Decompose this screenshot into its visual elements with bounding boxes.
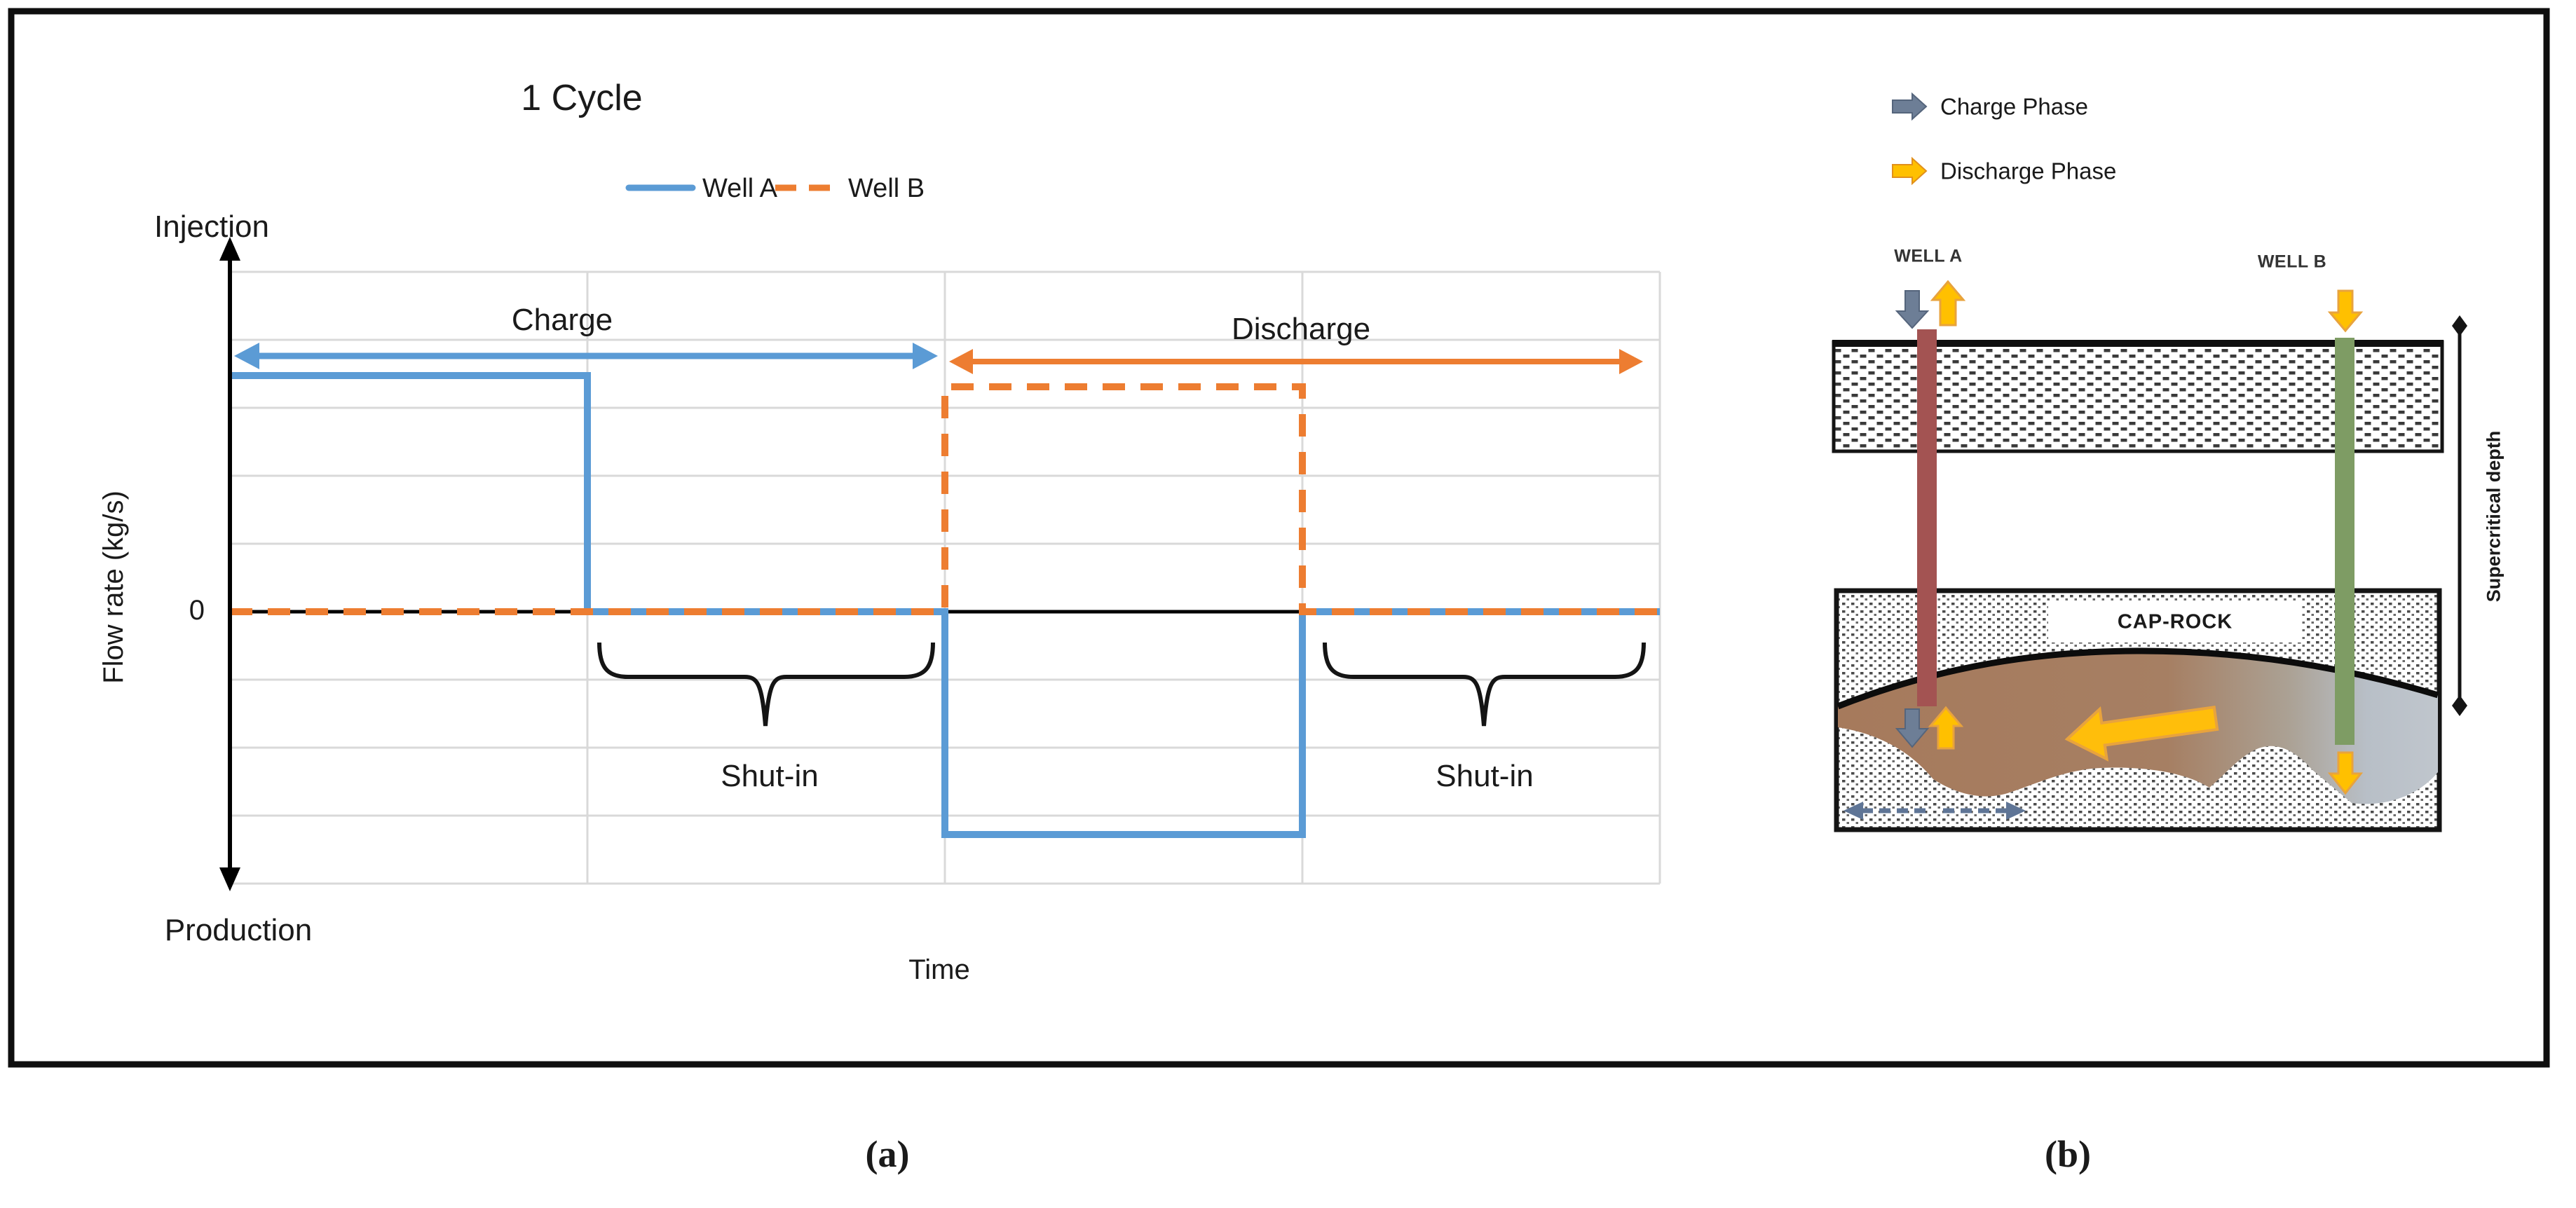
shut-in-annotation-second: Shut-in xyxy=(1436,759,1534,793)
plume-spread-left-arrow-icon xyxy=(1844,802,1926,820)
well-a-series-line xyxy=(230,372,1660,838)
charge-annotation: Charge xyxy=(511,303,613,337)
y-axis-title: Flow rate (kg/s) xyxy=(98,490,129,684)
legend-discharge-arrow-icon xyxy=(1892,156,1928,186)
well-a-bottom-charge-down-arrow-icon xyxy=(1895,708,1930,748)
plume-spread-right-arrow-icon xyxy=(1943,802,2026,820)
y-axis-injection-label: Injection xyxy=(154,210,269,244)
supercritical-depth-bracket xyxy=(2452,315,2467,716)
well-b-discharge-down-arrow-icon xyxy=(2327,289,2364,333)
well-a-discharge-up-arrow-icon xyxy=(1930,280,1966,327)
flow-rate-chart xyxy=(219,184,1661,891)
cap-rock-label-band xyxy=(2048,600,2302,643)
well-b-bottom-discharge-down-arrow-icon xyxy=(2327,751,2364,795)
legend-discharge-phase-label: Discharge Phase xyxy=(1940,158,2117,184)
well-b-label: WELL B xyxy=(2257,252,2327,272)
shut-in-brace-first xyxy=(597,642,935,727)
caption-b: (b) xyxy=(2045,1133,2091,1175)
x-axis-title: Time xyxy=(908,954,970,985)
discharge-span-arrow-icon xyxy=(949,349,1643,374)
legend-charge-phase-label: Charge Phase xyxy=(1940,93,2088,120)
y-axis-down-arrowhead-icon xyxy=(219,867,240,891)
y-axis-zero-tick: 0 xyxy=(189,595,205,626)
figure-border xyxy=(8,8,2550,1068)
well-a-charge-down-arrow-icon xyxy=(1895,290,1930,329)
cap-rock-label: CAP-ROCK xyxy=(2117,610,2233,633)
chart-title: 1 Cycle xyxy=(521,78,643,118)
legend-well-b-label: Well B xyxy=(848,174,925,203)
well-b-series-line xyxy=(230,383,1660,615)
legend-well-a-label: Well A xyxy=(702,174,778,203)
subsurface-diagram xyxy=(1832,92,2467,832)
well-a-bottom-discharge-up-arrow-icon xyxy=(1928,706,1964,750)
shut-in-brace-second xyxy=(1323,642,1646,727)
discharge-annotation: Discharge xyxy=(1231,312,1371,346)
supercritical-depth-label: Supercritical depth xyxy=(2483,430,2505,603)
caption-a: (a) xyxy=(865,1133,910,1175)
well-a-label: WELL A xyxy=(1894,246,1963,266)
y-axis-production-label: Production xyxy=(164,913,313,947)
charge-span-arrow-icon xyxy=(234,343,938,369)
shut-in-annotation-first: Shut-in xyxy=(721,759,819,793)
well-a-column xyxy=(1917,329,1937,706)
y-axis-up-arrowhead-icon xyxy=(219,237,240,261)
reservoir-flow-left-arrow-icon xyxy=(2064,706,2219,762)
well-b-column xyxy=(2335,338,2354,745)
legend-charge-arrow-icon xyxy=(1892,92,1928,121)
